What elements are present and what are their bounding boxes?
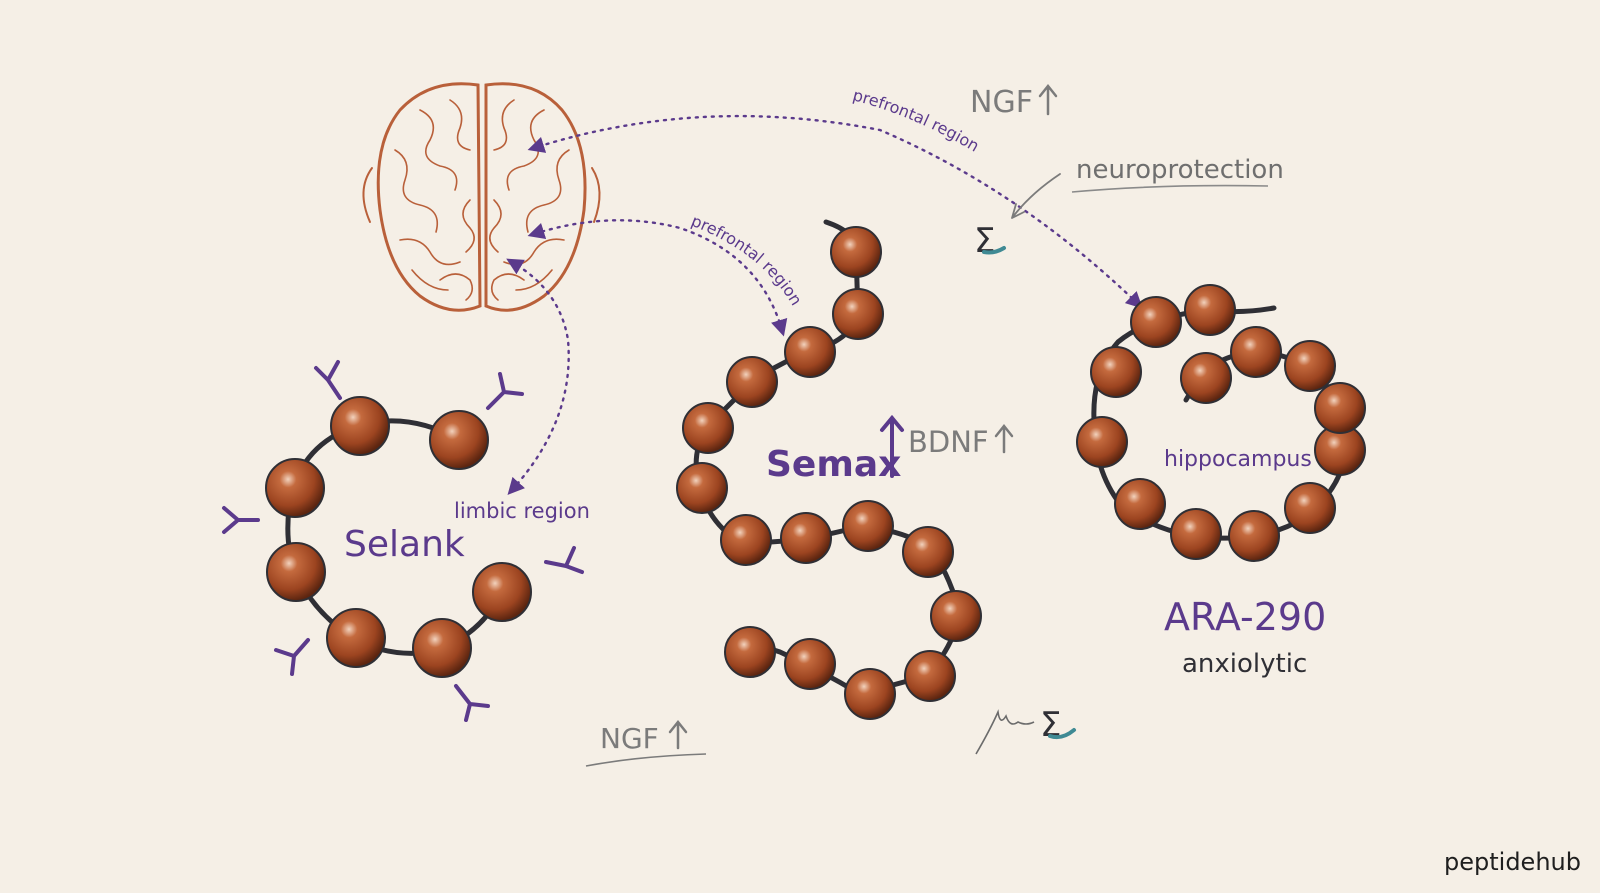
prefrontal-region-label-mid: prefrontal region [689, 211, 806, 309]
arrow-up-icon [994, 423, 1014, 454]
arrow-up-icon [1038, 83, 1058, 116]
brain-icon [362, 82, 601, 312]
ara290-molecule [1076, 284, 1366, 562]
prefrontal-region-label-top: prefrontal region [851, 85, 983, 155]
ara290-label: ARA-290 [1164, 595, 1326, 639]
ngf-label-top: NGF [970, 85, 1033, 120]
bdnf-label: BDNF [908, 425, 989, 459]
semax-molecule [676, 219, 982, 720]
semax-label: Semax [766, 444, 901, 485]
selank-molecule [222, 360, 584, 722]
selank-label: Selank [344, 524, 465, 565]
brand-logo-text: peptidehub [1444, 848, 1581, 876]
sigma-icon: Σ [974, 221, 995, 261]
ngf-label-bottom: NGF [600, 722, 659, 755]
sigma-icon: Σ [1040, 705, 1061, 745]
arrow-brain-to-selank [506, 258, 570, 495]
hippocampus-label: hippocampus [1164, 447, 1312, 472]
anxiolytic-label: anxiolytic [1182, 649, 1307, 679]
receptor-icon [222, 360, 584, 722]
arrow-up-icon [668, 719, 688, 750]
ara290-beads [1076, 284, 1366, 562]
arrow-brain-to-ara290 [527, 114, 1143, 309]
selank-beads [265, 396, 532, 678]
squiggle-mark [975, 709, 1035, 755]
neuroprotection-pointer [1011, 173, 1061, 219]
semax-beads [676, 226, 982, 720]
arrow-up-icon [880, 414, 904, 478]
limbic-region-label: limbic region [454, 499, 590, 523]
arrow-brain-to-semax [527, 219, 788, 337]
neuroprotection-label: neuroprotection [1076, 155, 1284, 185]
